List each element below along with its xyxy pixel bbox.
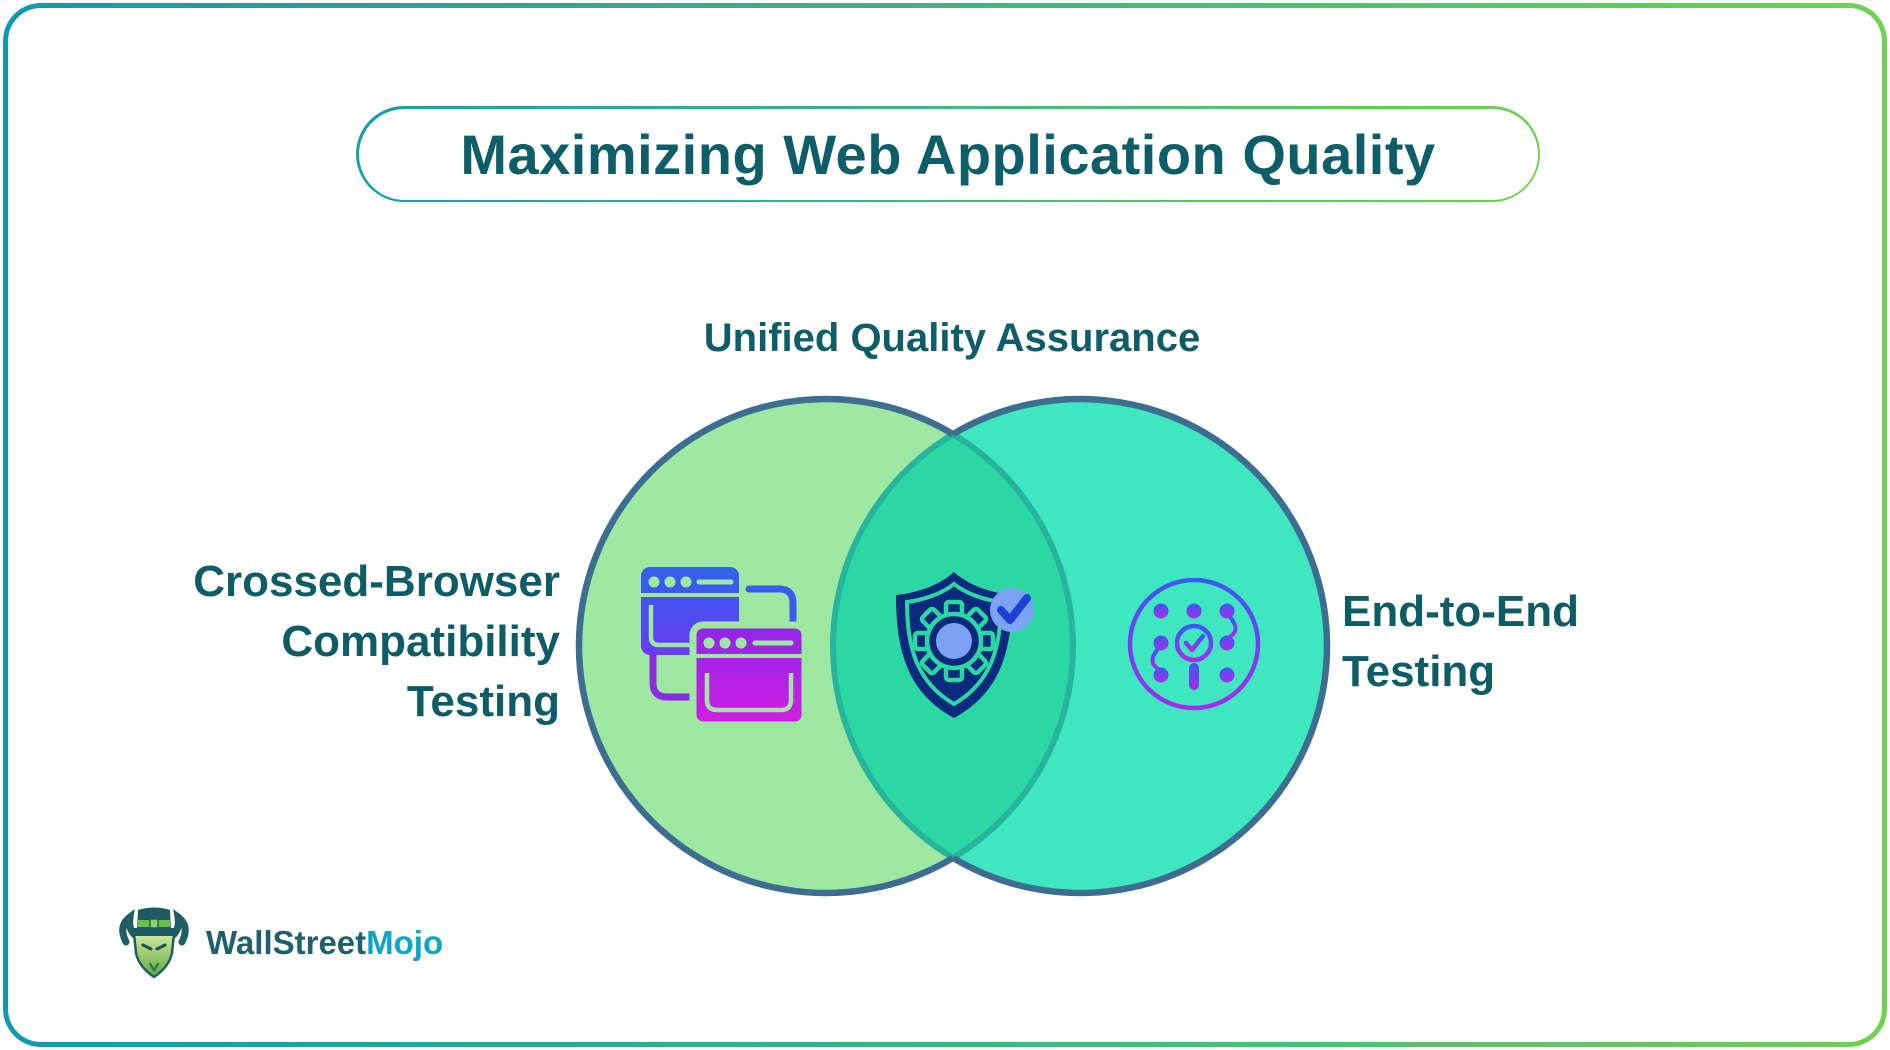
shield-gear-check-icon [896, 572, 1034, 718]
right-label-line-2: Testing [1342, 647, 1496, 696]
title-pill-inner: Maximizing Web Application Quality [358, 108, 1538, 200]
brand-wordmark: WallStreetMojo [206, 924, 443, 962]
cross-browser-windows-icon [641, 567, 809, 729]
end-to-end-process-check-icon [1127, 578, 1261, 711]
right-circle-label: End-to-End Testing [1342, 582, 1762, 702]
check-badge-icon [990, 588, 1034, 632]
left-label-line-1: Crossed-Browser [193, 557, 560, 606]
left-label-line-3: Testing [406, 677, 560, 726]
brand-name-primary: WallStreet [206, 924, 367, 961]
overlap-label: Unified Quality Assurance [703, 316, 1201, 360]
left-label-line-2: Compatibility [281, 617, 560, 666]
title-pill: Maximizing Web Application Quality [356, 106, 1540, 202]
left-circle-label: Crossed-Browser Compatibility Testing [130, 552, 560, 732]
page-title: Maximizing Web Application Quality [460, 122, 1436, 186]
venn-left-outline [575, 395, 955, 897]
right-label-line-1: End-to-End [1342, 587, 1580, 636]
venn-right-outline [951, 395, 1331, 897]
bull-mascot-icon [119, 907, 189, 979]
venn-lens-left-arc [830, 431, 955, 861]
brand-name-accent: Mojo [366, 924, 444, 961]
brand-logo: WallStreetMojo [116, 904, 443, 982]
gear-glyph [912, 599, 996, 683]
venn-lens-right-arc [951, 431, 1076, 861]
